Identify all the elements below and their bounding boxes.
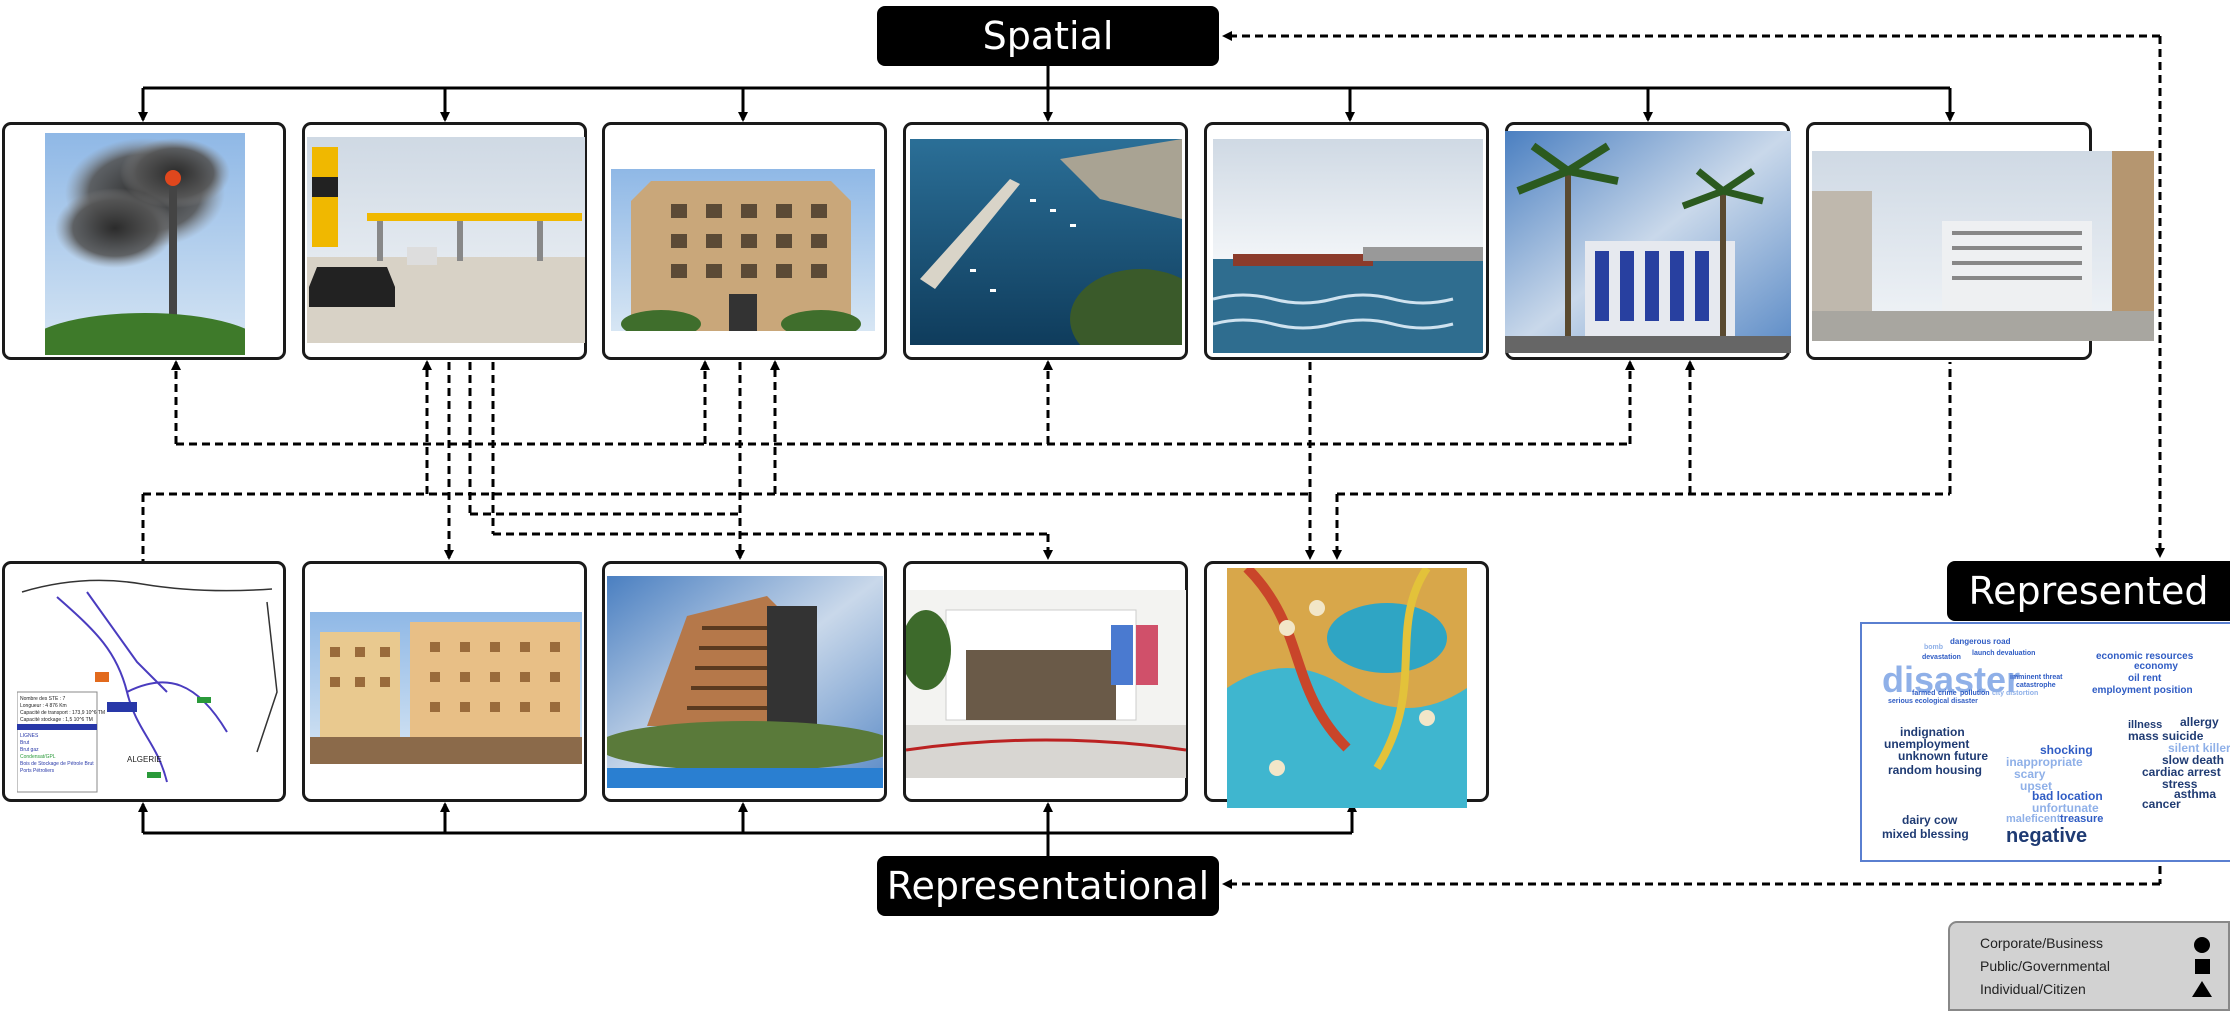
map-list-5: Bois de Stockage de Pétrole Brut bbox=[20, 761, 94, 767]
word: inappropriate bbox=[2006, 755, 2083, 769]
representational-label: Representational bbox=[877, 856, 1219, 916]
word: serious ecological disaster bbox=[1888, 698, 1978, 705]
word: employment position bbox=[2092, 685, 2193, 696]
map-info-line-1: Nombre des STE : 7 bbox=[20, 696, 66, 702]
word: mixed blessing bbox=[1882, 827, 1969, 841]
sea-ship-photo bbox=[1213, 139, 1483, 353]
photo-frame-mall bbox=[903, 561, 1188, 802]
map-list-4: Condensat/GPL bbox=[20, 754, 56, 760]
word: indignation bbox=[1900, 725, 1965, 739]
palm-building-photo bbox=[1505, 131, 1791, 353]
legend-label-individual: Individual/Citizen bbox=[1980, 981, 2086, 997]
photo-frame-housing bbox=[302, 561, 587, 802]
photo-frame-map: Nombre des STE : 7 Longueur : 4 876 Km C… bbox=[2, 561, 286, 802]
fuel-station-photo bbox=[307, 137, 585, 343]
word: economy bbox=[2134, 661, 2178, 672]
word: shocking bbox=[2040, 743, 2093, 757]
word: asthma bbox=[2174, 787, 2217, 801]
word: illness bbox=[2128, 719, 2163, 731]
photo-frame-street bbox=[1806, 122, 2154, 360]
word: treasure bbox=[2060, 813, 2104, 825]
square-icon bbox=[2195, 959, 2210, 974]
shopping-center-photo bbox=[906, 590, 1186, 778]
circle-icon bbox=[2194, 937, 2210, 953]
photo-frame-hotel bbox=[602, 561, 887, 802]
word: economic resources bbox=[2096, 651, 2194, 662]
photo-frame-harbor bbox=[903, 122, 1188, 360]
word: city distortion bbox=[1992, 690, 2039, 697]
word: slow death bbox=[2162, 753, 2225, 767]
triangle-icon bbox=[2192, 981, 2212, 997]
word: silent killer bbox=[2168, 741, 2230, 755]
word: unemployment bbox=[1884, 737, 1970, 751]
dashed-connectors bbox=[141, 31, 2165, 889]
pipeline-map: Nombre des STE : 7 Longueur : 4 876 Km C… bbox=[17, 572, 281, 798]
photo-frame-palms bbox=[1505, 122, 1791, 360]
word-disaster: disaster bbox=[1882, 659, 2021, 700]
word: unfortunate bbox=[2032, 801, 2099, 815]
word: cancer bbox=[2142, 797, 2181, 811]
office-building-photo bbox=[611, 169, 875, 331]
photo-frame-office bbox=[602, 122, 887, 360]
word: dangerous road bbox=[1950, 637, 2011, 646]
word: stress bbox=[2162, 777, 2198, 791]
word: dairy cow bbox=[1902, 813, 1958, 827]
represented-label: Represented bbox=[1947, 561, 2230, 621]
word: upset bbox=[2020, 779, 2053, 793]
legend-label-public: Public/Governmental bbox=[1980, 958, 2110, 974]
word-cloud: bomb dangerous road devastation launch d… bbox=[1860, 622, 2230, 862]
map-country-label: ALGERIE bbox=[127, 755, 162, 764]
legend: Corporate/Business Public/Governmental I… bbox=[1948, 921, 2230, 1011]
photo-frame-waterpark bbox=[1204, 561, 1489, 808]
photo-frame-station bbox=[302, 122, 587, 360]
word: farmed bbox=[1912, 690, 1936, 697]
word: cardiac arrest bbox=[2142, 765, 2221, 779]
word: pollution bbox=[1960, 690, 1990, 697]
word: crime bbox=[1938, 690, 1957, 697]
word: allergy bbox=[2180, 715, 2219, 729]
photo-frame-flare bbox=[2, 122, 286, 360]
map-list-2: Brut bbox=[20, 740, 30, 746]
map-list-1: LIGNES bbox=[20, 733, 39, 739]
photo-frame-sea bbox=[1204, 122, 1489, 360]
word: launch devaluation bbox=[1972, 650, 2036, 657]
word: mass suicide bbox=[2128, 729, 2204, 743]
street-buildings-photo bbox=[1812, 151, 2154, 341]
word-negative: negative bbox=[2006, 825, 2088, 847]
word: devastation bbox=[1922, 654, 1961, 661]
representational-connectors bbox=[138, 802, 1357, 856]
hotel-photo bbox=[607, 576, 883, 788]
flare-stack-photo bbox=[45, 133, 245, 355]
word: maleficent bbox=[2006, 813, 2061, 825]
housing-complex-photo bbox=[310, 612, 582, 764]
word: oil rent bbox=[2128, 673, 2162, 684]
map-info-line-2: Longueur : 4 876 Km bbox=[20, 703, 67, 709]
legend-label-corporate: Corporate/Business bbox=[1980, 935, 2103, 951]
word: bad location bbox=[2032, 789, 2103, 803]
waterpark-photo bbox=[1227, 568, 1467, 808]
word: catastrophe bbox=[2016, 682, 2056, 689]
harbor-photo bbox=[910, 139, 1182, 345]
word: unknown future bbox=[1898, 749, 1988, 763]
map-list-6: Ports Pétroliers bbox=[20, 768, 55, 774]
word: random housing bbox=[1888, 763, 1982, 777]
map-info-line-4: Capacité stockage : 1,5 10^6 TM bbox=[20, 717, 93, 723]
spatial-label: Spatial bbox=[877, 6, 1219, 66]
word: imminent threat bbox=[2010, 674, 2063, 681]
word: bomb bbox=[1924, 644, 1944, 651]
spatial-connectors bbox=[138, 66, 1955, 122]
map-info-line-3: Capacité de transport : 173,9 10^6 TM bbox=[20, 710, 105, 716]
map-list-3: Brut gaz bbox=[20, 747, 39, 753]
word: scary bbox=[2014, 767, 2046, 781]
